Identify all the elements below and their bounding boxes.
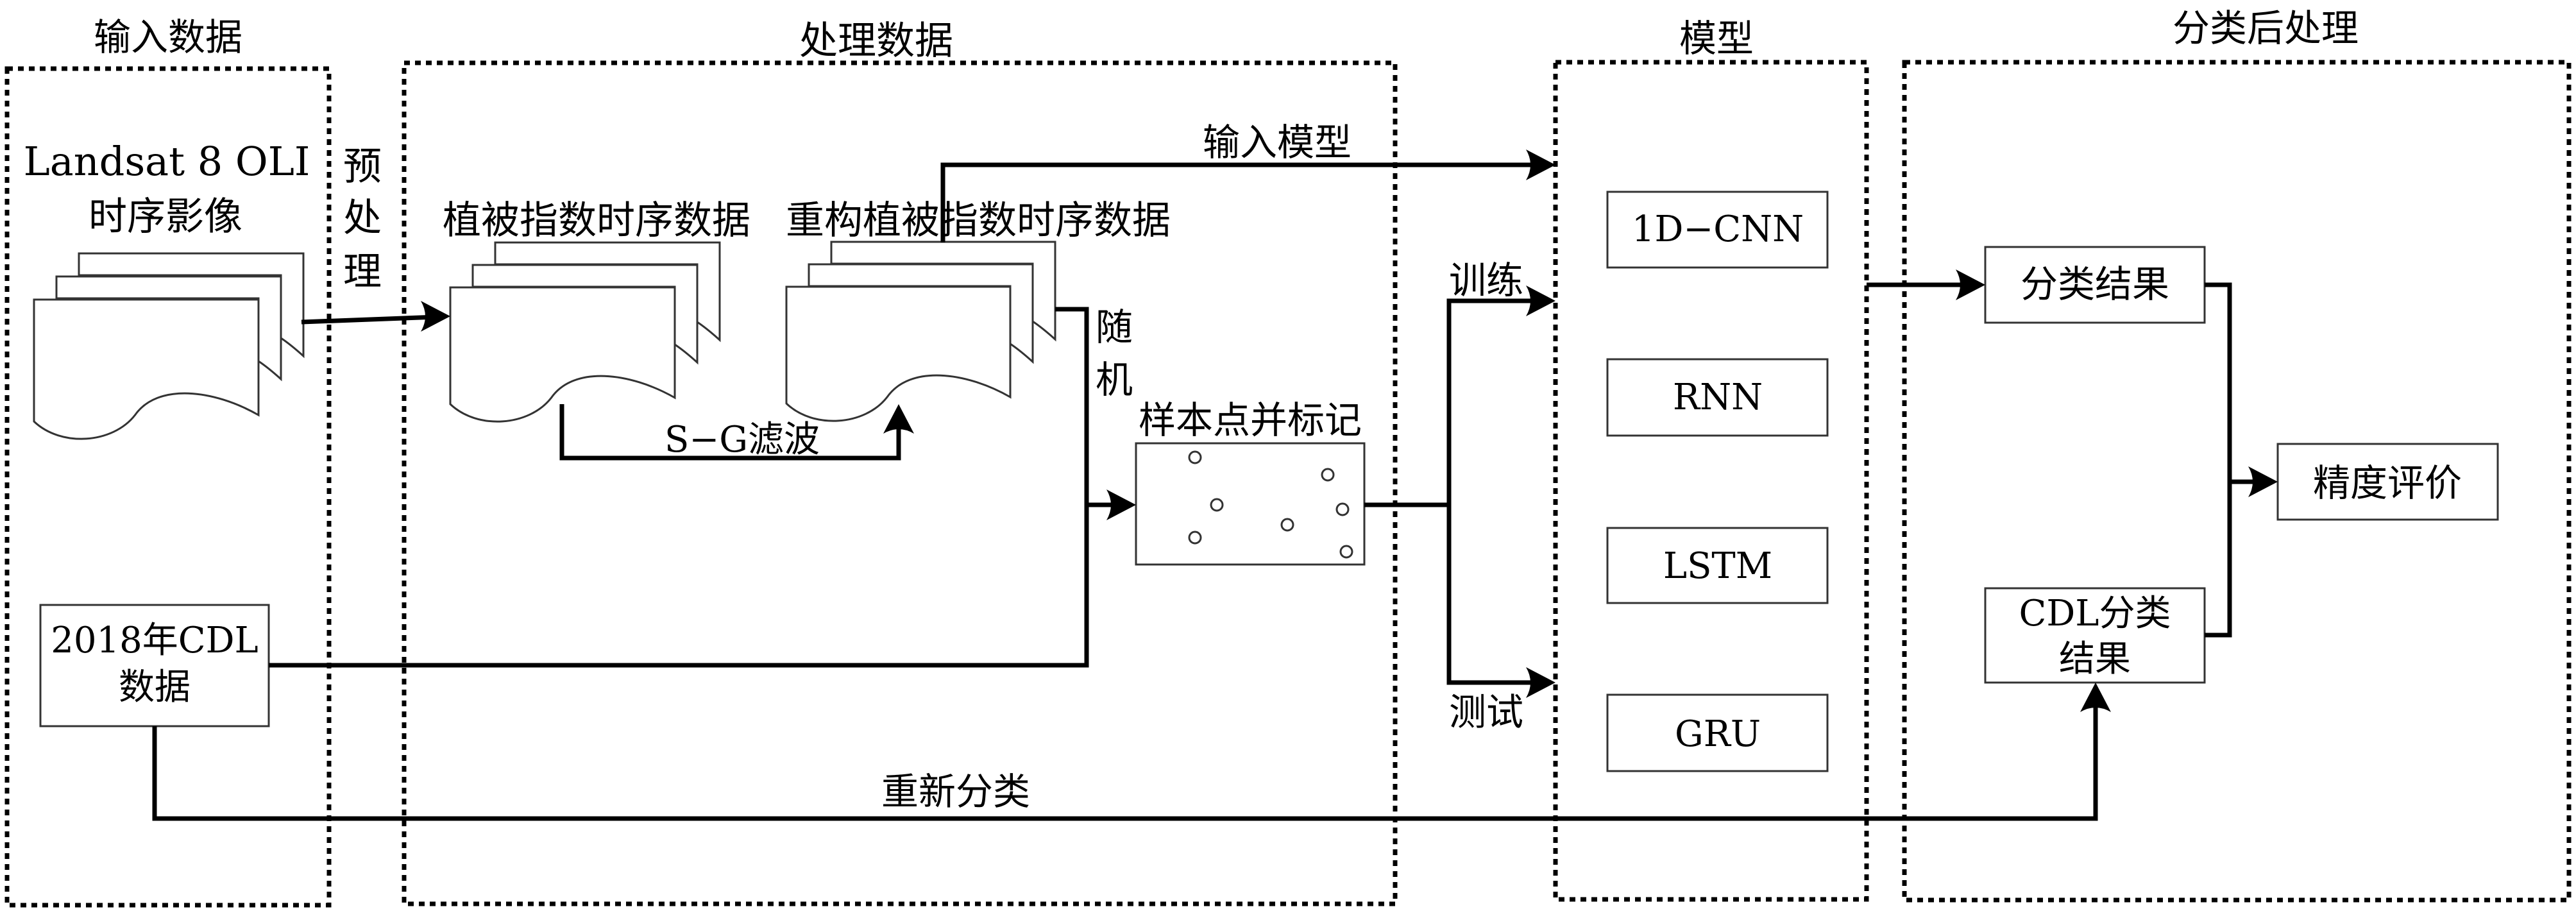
cdl-to-samples-connector	[269, 505, 1089, 668]
reconstructed-vi-label: 重构植被指数时序数据	[786, 198, 1171, 243]
model-label-lstm: LSTM	[1663, 545, 1772, 587]
sample-point-4	[1321, 468, 1335, 482]
sg-filter-arrowhead	[883, 404, 914, 434]
random-sampling-connector	[1055, 307, 1119, 507]
input-model-connector	[940, 162, 1536, 242]
model-label-1d-cnn: 1D−CNN	[1632, 208, 1804, 250]
test-arrowhead	[1526, 667, 1555, 698]
cdl-data-label-line2: 数据	[119, 667, 191, 708]
sg-filter-connector	[559, 404, 901, 461]
model-box-lstm	[1606, 527, 1829, 604]
cdl-result-box	[1984, 587, 2206, 684]
cdl-result-arrowhead	[2080, 683, 2111, 712]
preprocess-char-3: 理	[343, 250, 382, 294]
preprocess-char-2: 处	[343, 196, 382, 241]
train-test-split-connector	[1446, 298, 1536, 685]
input-model-arrowhead	[1526, 149, 1555, 180]
sample-point-1	[1188, 450, 1202, 464]
arrowheads-layer	[421, 149, 2278, 712]
landsat-doc-front	[33, 298, 260, 440]
sample-point-3	[1188, 531, 1202, 545]
samples-label: 样本点并标记	[1139, 398, 1362, 442]
model-box-rnn	[1606, 358, 1829, 437]
random-char-2: 机	[1096, 358, 1133, 402]
cdl-result-label-line1: CDL分类	[2019, 593, 2171, 634]
train-arrowhead	[1526, 285, 1555, 316]
cdl-result-label-line2: 结果	[2059, 638, 2131, 680]
input-data-heading: 输入数据	[94, 15, 242, 59]
input-model-label: 输入模型	[1203, 121, 1352, 164]
landsat-label-line1: Landsat 8 OLI	[24, 138, 310, 185]
model-box-gru	[1606, 693, 1829, 772]
processing-data-heading: 处理数据	[799, 19, 953, 64]
samples-box	[1135, 442, 1366, 566]
model-heading: 模型	[1679, 17, 1754, 60]
accuracy-arrowhead	[2248, 466, 2278, 497]
sample-point-7	[1339, 545, 1353, 559]
sg-filter-label: S−G滤波	[665, 419, 820, 461]
preprocess-char-1: 预	[343, 144, 382, 189]
preprocess-connector	[301, 314, 438, 325]
reclassify-connector	[152, 702, 2098, 821]
reclassify-label: 重新分类	[881, 770, 1030, 813]
samples-arrowhead	[1106, 489, 1136, 520]
sample-points-layer	[1188, 450, 1353, 559]
model-box-1d-cnn	[1606, 191, 1829, 269]
connectors-layer	[152, 162, 2261, 821]
vi-series-doc-front	[449, 286, 676, 423]
classification-result-label: 分类结果	[2021, 262, 2169, 306]
sample-point-6	[1280, 518, 1294, 532]
train-label: 训练	[1449, 259, 1523, 302]
accuracy-label: 精度评价	[2313, 461, 2462, 505]
vi-series-label: 植被指数时序数据	[443, 198, 750, 243]
test-label: 测试	[1449, 690, 1523, 734]
post-processing-group	[1902, 60, 2572, 903]
document-stacks-layer	[33, 241, 1056, 440]
sample-point-5	[1335, 502, 1350, 516]
sample-point-2	[1210, 498, 1224, 512]
accuracy-box	[2276, 443, 2499, 521]
random-char-1: 随	[1096, 305, 1133, 349]
processing-data-group	[402, 60, 1398, 906]
node-boxes-layer	[39, 191, 2499, 772]
input-data-group	[4, 66, 332, 908]
model-group	[1553, 60, 1869, 902]
post-processing-heading: 分类后处理	[2173, 6, 2359, 50]
classification-result-arrowhead	[1956, 269, 1985, 300]
model-label-gru: GRU	[1675, 713, 1761, 755]
result-to-accuracy-connector	[2205, 282, 2232, 638]
cdl-data-label-line1: 2018年CDL	[51, 620, 258, 661]
preprocess-arrowhead	[421, 301, 450, 332]
model-label-rnn: RNN	[1673, 377, 1763, 418]
cdl-data-box	[39, 604, 270, 727]
landsat-label-line2: 时序影像	[89, 194, 242, 239]
reconstructed-vi-doc-front	[785, 285, 1012, 422]
